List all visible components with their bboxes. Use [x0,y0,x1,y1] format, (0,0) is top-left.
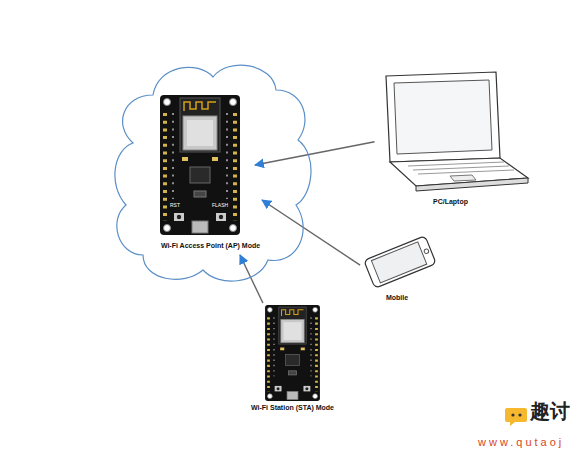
node-label: Wi-Fi Station (STA) Mode [251,403,334,412]
mobile-drawing [352,232,442,304]
board-drawing [235,303,350,416]
laptop-device: PC/Laptop [368,70,533,208]
station-board: Wi-Fi Station (STA) Mode [235,303,350,416]
node-label: Wi-Fi Access Point (AP) Mode [161,241,260,250]
laptop-drawing [368,70,533,208]
access-point-cloud: Wi-Fi Access Point (AP) Mode [108,55,313,287]
button-label: FLASH [212,203,228,209]
watermark-url: www.qutaoj [478,436,564,448]
cloud-outline [108,55,313,287]
watermark-icon [504,404,528,428]
connector-arrow [262,200,360,265]
node-label: PC/Laptop [433,197,468,206]
node-label: Mobile [386,293,408,302]
connector-arrow [255,142,375,165]
mobile-device: Mobile [352,232,442,304]
connector-arrow [240,255,263,303]
button-label: RST [170,203,180,209]
watermark-text: 趣讨 [530,400,570,422]
